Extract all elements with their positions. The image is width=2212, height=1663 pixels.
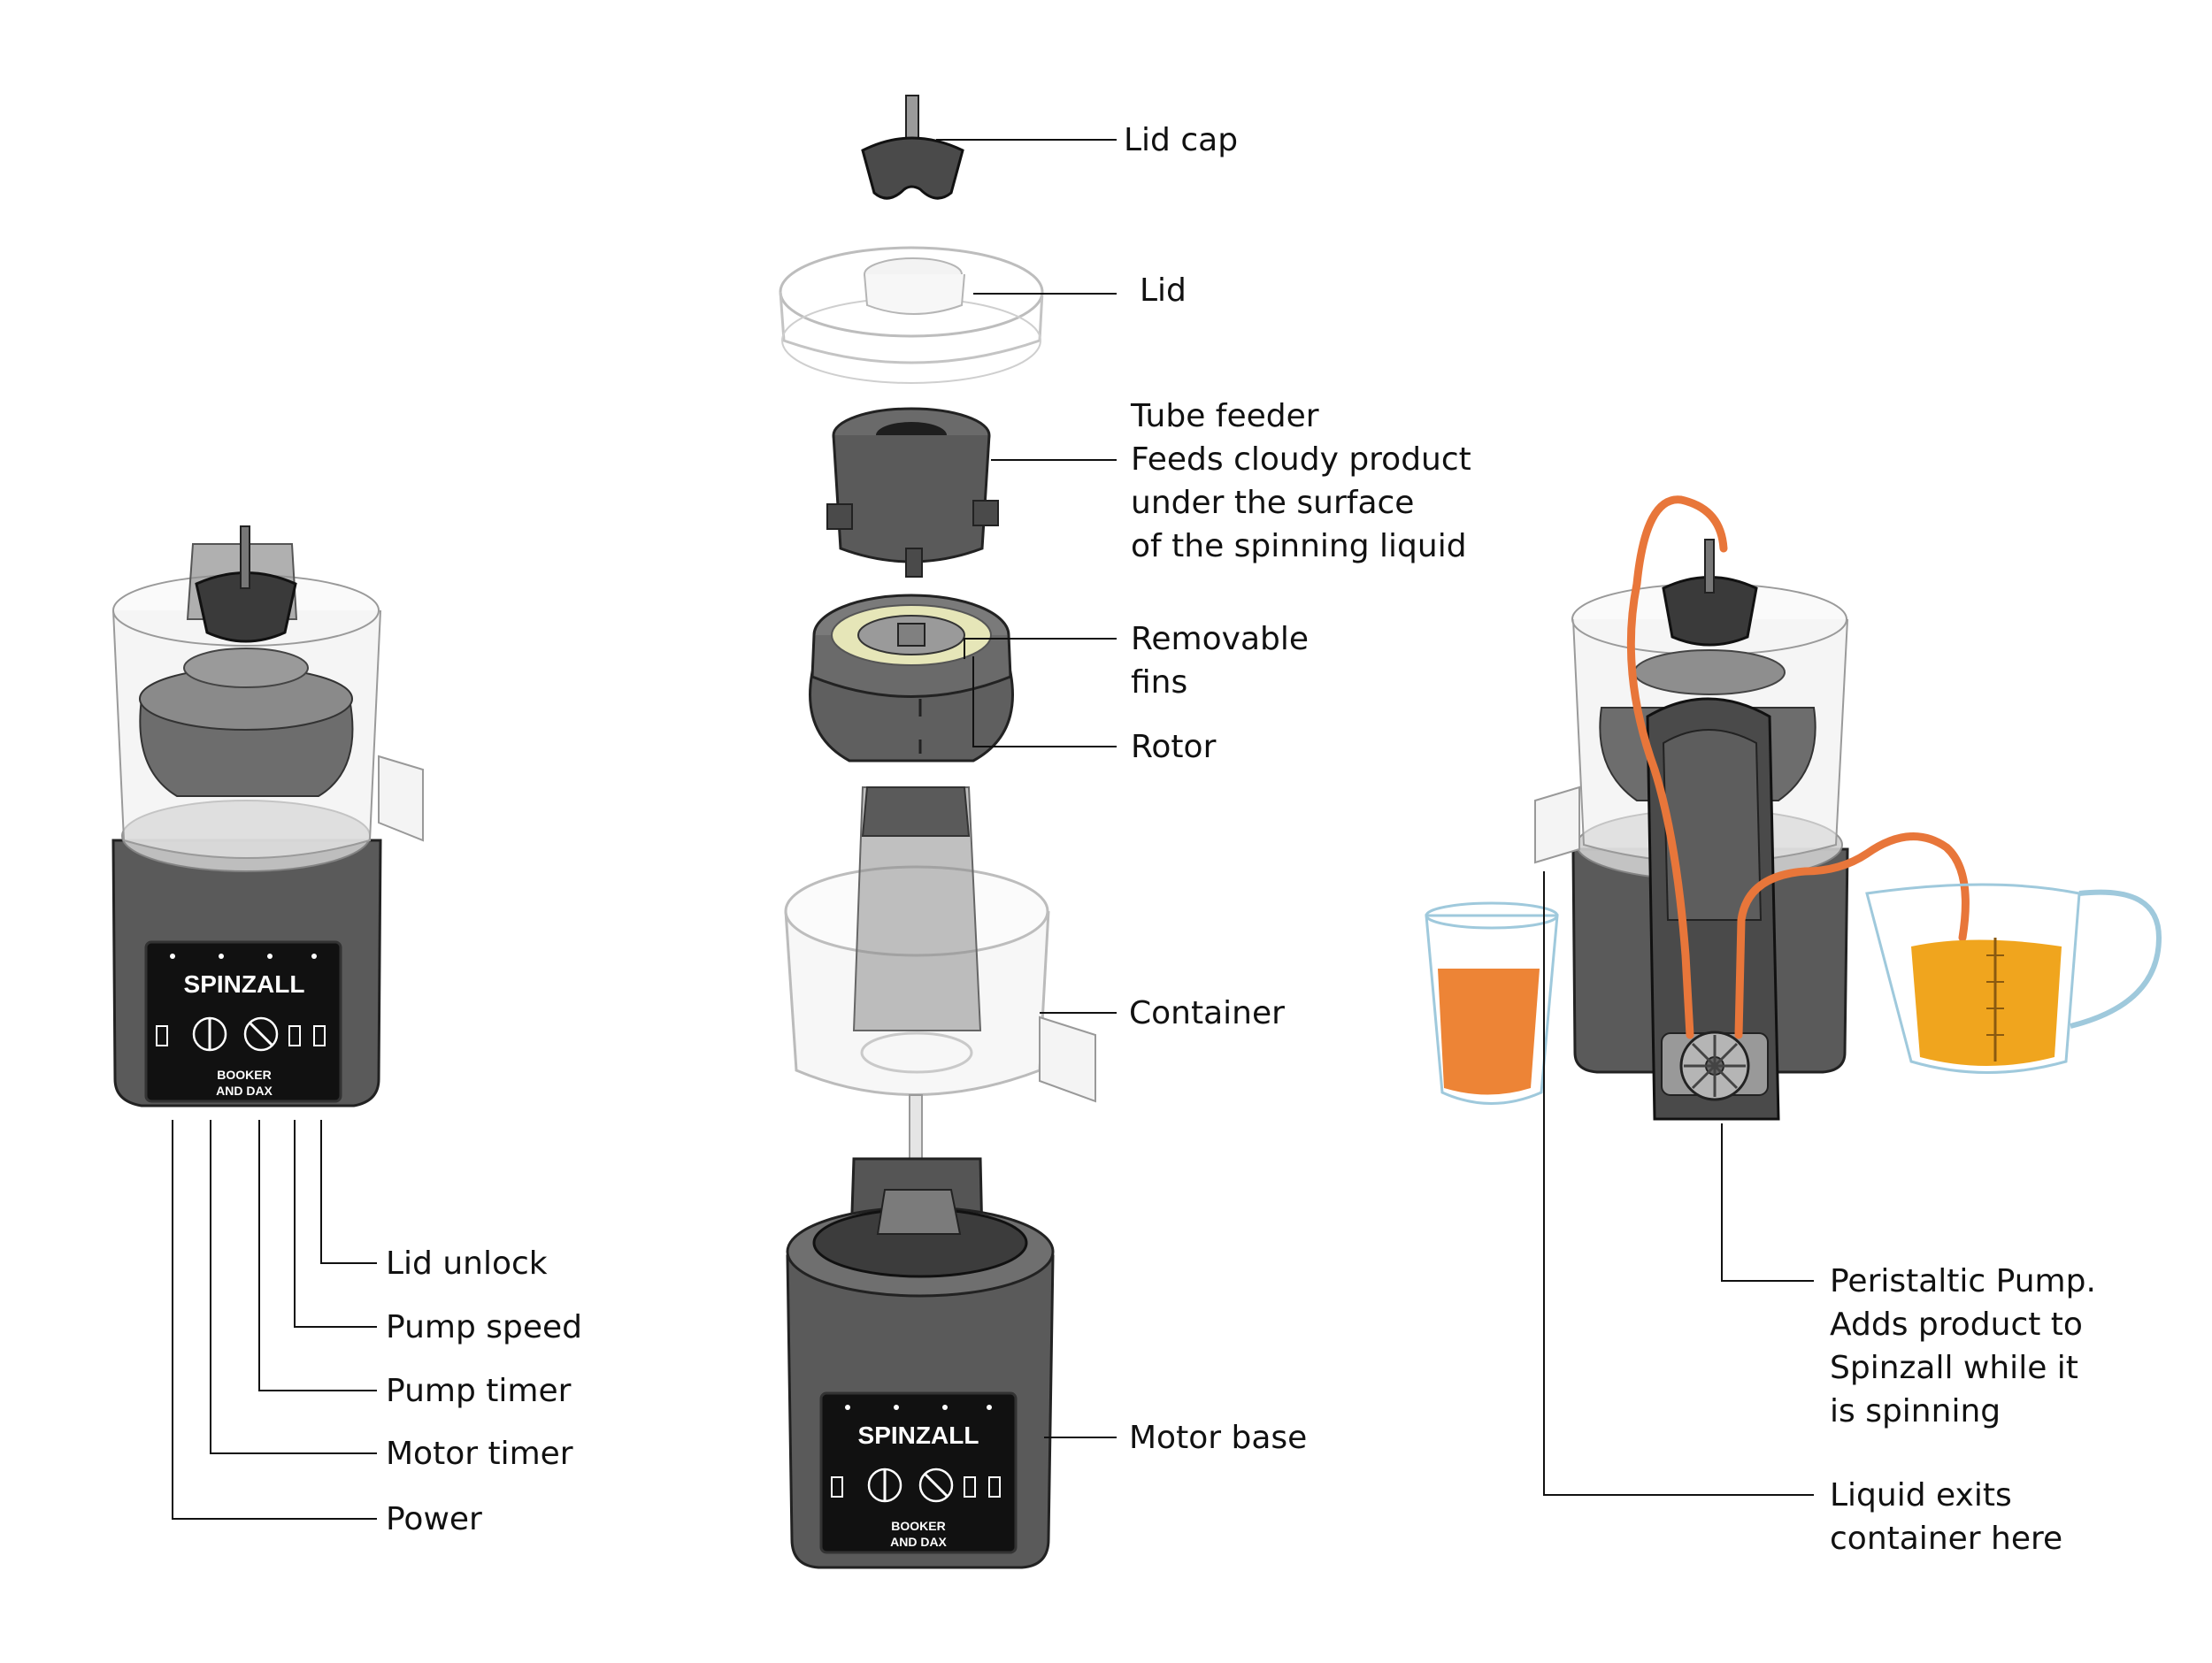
label-motor-base: Motor base <box>1129 1420 1307 1456</box>
label-tube-feeder-desc-1: Feeds cloudy product <box>1131 441 1471 478</box>
motor-base: SPINZALL BOOKER AND DAX <box>786 1094 1055 1569</box>
label-liquid-exits-1: Liquid exits <box>1830 1477 2012 1514</box>
maker-line1-left: BOOKER <box>217 1068 271 1082</box>
left-leader-lines <box>172 1120 377 1520</box>
lid <box>779 246 1044 384</box>
label-lid-cap: Lid cap <box>1124 122 1238 158</box>
drinking-glass <box>1425 901 1559 1105</box>
brand-logo-left: SPINZALL <box>184 970 305 998</box>
label-tube-feeder-desc-3: of the spinning liquid <box>1131 528 1467 564</box>
label-motor-timer: Motor timer <box>386 1436 573 1472</box>
label-lid: Lid <box>1140 272 1187 309</box>
lid-cap <box>861 95 964 200</box>
container <box>784 786 1096 1103</box>
assembled-spinzall: SPINZALL BOOKER AND DAX <box>111 525 424 1107</box>
label-container: Container <box>1129 995 1285 1031</box>
label-power: Power <box>386 1501 482 1537</box>
rotor <box>809 594 1014 763</box>
label-peristaltic-pump-2: Adds product to <box>1830 1307 2083 1343</box>
label-lid-unlock: Lid unlock <box>386 1245 548 1282</box>
label-removable-fins-2: fins <box>1131 664 1187 701</box>
label-peristaltic-pump-3: Spinzall while it <box>1830 1350 2078 1386</box>
peristaltic-pump <box>1661 1031 1769 1101</box>
measuring-cup <box>1865 883 2162 1074</box>
label-removable-fins-1: Removable <box>1131 621 1309 657</box>
inlet-tube <box>1626 495 1728 1039</box>
tube-feeder <box>826 407 999 578</box>
maker-line1-middle: BOOKER <box>891 1519 945 1533</box>
label-peristaltic-pump-1: Peristaltic Pump. <box>1830 1263 2096 1299</box>
label-rotor: Rotor <box>1131 729 1217 765</box>
label-peristaltic-pump-4: is spinning <box>1830 1393 2001 1429</box>
label-liquid-exits-2: container here <box>1830 1521 2062 1557</box>
maker-line2-left: AND DAX <box>216 1084 273 1098</box>
brand-logo-middle: SPINZALL <box>858 1422 979 1449</box>
maker-line2-middle: AND DAX <box>890 1535 947 1549</box>
spinzall-with-pump <box>1534 495 1970 1121</box>
label-pump-timer: Pump timer <box>386 1373 572 1409</box>
label-tube-feeder: Tube feeder <box>1130 398 1319 434</box>
outlet-tube <box>1734 832 1970 1039</box>
label-pump-speed: Pump speed <box>386 1309 582 1345</box>
label-tube-feeder-desc-2: under the surface <box>1131 485 1414 521</box>
